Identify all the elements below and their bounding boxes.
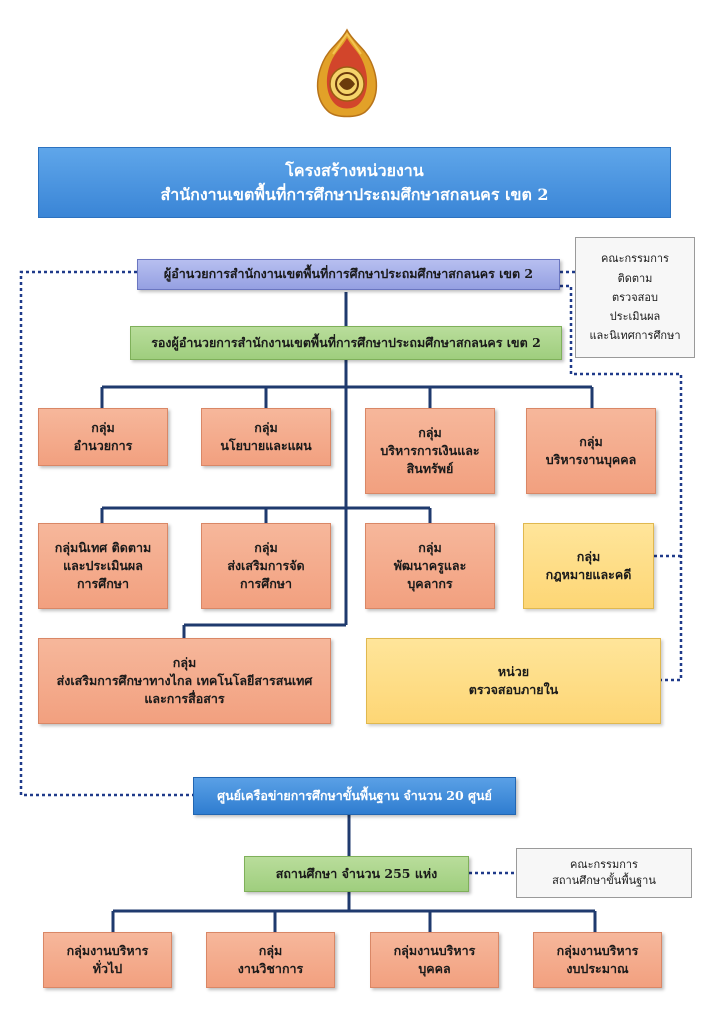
title-line-2: สำนักงานเขตพื้นที่การศึกษาประถมศึกษาสกลน… (160, 184, 549, 204)
unit-name: ตรวจสอบภายใน (468, 682, 559, 697)
schools-box: สถานศึกษา จำนวน 255 แห่ง (244, 856, 469, 892)
group-name-cont: บุคลากร (407, 576, 453, 592)
monitoring-committee-box: คณะกรรมการ ติดตาม ตรวจสอบ ประเมินผล และน… (575, 237, 695, 358)
group-name: ส่งเสริมการศึกษาทางไกล เทคโนโลยีสารสนเทศ (56, 672, 313, 688)
group-name: งานวิชาการ (237, 961, 304, 976)
page-title-banner: โครงสร้างหน่วยงาน สำนักงานเขตพื้นที่การศ… (38, 147, 671, 218)
group-name-cont: สินทรัพย์ (406, 461, 454, 477)
emblem-logo (316, 28, 378, 118)
school-group-general-admin: กลุ่มงานบริหาร ทั่วไป (43, 932, 172, 988)
group-title: กลุ่ม (418, 539, 442, 555)
committee-line-1: คณะกรรมการ (601, 252, 669, 266)
director-box: ผู้อำนวยการสำนักงานเขตพื้นที่การศึกษาประ… (137, 259, 560, 290)
group-personnel: กลุ่ม บริหารงานบุคคล (526, 408, 656, 494)
group-title: กลุ่ม (579, 433, 603, 449)
schools-label: สถานศึกษา จำนวน 255 แห่ง (275, 865, 438, 881)
network-center-box: ศูนย์เครือข่ายการศึกษาขั้นพื้นฐาน จำนวน … (193, 777, 516, 815)
group-name-cont: การศึกษา (76, 576, 130, 592)
group-title: กลุ่มนิเทศ ติดตาม (54, 539, 152, 555)
group-legal-affairs: กลุ่ม กฎหมายและคดี (523, 523, 654, 609)
group-distance-learning-ict: กลุ่ม ส่งเสริมการศึกษาทางไกล เทคโนโลยีสา… (38, 638, 331, 724)
group-title: กลุ่มงานบริหาร (66, 942, 149, 958)
title-line-1: โครงสร้างหน่วยงาน (285, 161, 424, 181)
network-center-label: ศูนย์เครือข่ายการศึกษาขั้นพื้นฐาน จำนวน … (217, 787, 492, 803)
group-policy-planning: กลุ่ม นโยบายและแผน (201, 408, 331, 466)
solid-connectors (100, 292, 597, 932)
group-title: กลุ่ม (258, 942, 283, 958)
dotted-connectors (19, 270, 683, 875)
group-name: งบประมาณ (566, 961, 629, 976)
group-finance-assets: กลุ่ม บริหารการเงินและ สินทรัพย์ (365, 408, 495, 494)
school-group-budget: กลุ่มงานบริหาร งบประมาณ (533, 932, 662, 988)
group-administration: กลุ่ม อำนวยการ (38, 408, 168, 466)
group-teacher-development: กลุ่ม พัฒนาครูและ บุคลากร (365, 523, 495, 609)
group-name: อำนวยการ (73, 438, 133, 453)
group-name: บริหารการเงินและ (380, 442, 480, 458)
group-supervision-evaluation: กลุ่มนิเทศ ติดตาม และประเมินผล การศึกษา (38, 523, 168, 609)
group-title: กลุ่มงานบริหาร (556, 942, 639, 958)
group-education-promotion: กลุ่ม ส่งเสริมการจัด การศึกษา (201, 523, 331, 609)
group-name: ส่งเสริมการจัด (227, 557, 305, 573)
committee-name: สถานศึกษาขั้นพื้นฐาน (552, 874, 656, 887)
group-title: กลุ่ม (172, 654, 197, 670)
deputy-label: รองผู้อำนวยการสำนักงานเขตพื้นที่การศึกษา… (151, 334, 541, 350)
group-name: กฎหมายและคดี (545, 567, 632, 582)
committee-line-4: ประเมินผล (609, 310, 661, 324)
committee-line-5: และนิเทศการศึกษา (589, 329, 681, 343)
group-name: พัฒนาครูและ (393, 557, 467, 573)
group-title: กลุ่ม (576, 548, 601, 564)
group-name: นโยบายและแผน (220, 438, 312, 453)
group-name-cont: การศึกษา (239, 576, 293, 592)
director-label: ผู้อำนวยการสำนักงานเขตพื้นที่การศึกษาประ… (163, 266, 534, 282)
deputy-director-box: รองผู้อำนวยการสำนักงานเขตพื้นที่การศึกษา… (130, 326, 562, 360)
school-group-academic: กลุ่ม งานวิชาการ (206, 932, 335, 988)
group-name: ทั่วไป (92, 961, 123, 976)
group-name: บริหารงานบุคคล (545, 452, 637, 467)
group-name: และประเมินผล (63, 557, 143, 573)
group-title: กลุ่ม (91, 419, 115, 435)
group-title: กลุ่ม (254, 419, 278, 435)
group-title: กลุ่มงานบริหาร (393, 942, 476, 958)
internal-audit-unit: หน่วย ตรวจสอบภายใน (366, 638, 661, 724)
group-name-cont: และการสื่อสาร (144, 691, 225, 707)
committee-title: คณะกรรมการ (570, 858, 638, 872)
committee-line-3: ตรวจสอบ (612, 290, 658, 304)
school-committee-box: คณะกรรมการ สถานศึกษาขั้นพื้นฐาน (516, 848, 692, 898)
school-group-personnel: กลุ่มงานบริหาร บุคคล (370, 932, 499, 988)
unit-title: หน่วย (497, 663, 530, 679)
group-title: กลุ่ม (254, 539, 278, 555)
committee-line-2: ติดตาม (617, 271, 653, 285)
group-name: บุคคล (418, 961, 451, 976)
group-title: กลุ่ม (418, 424, 442, 440)
